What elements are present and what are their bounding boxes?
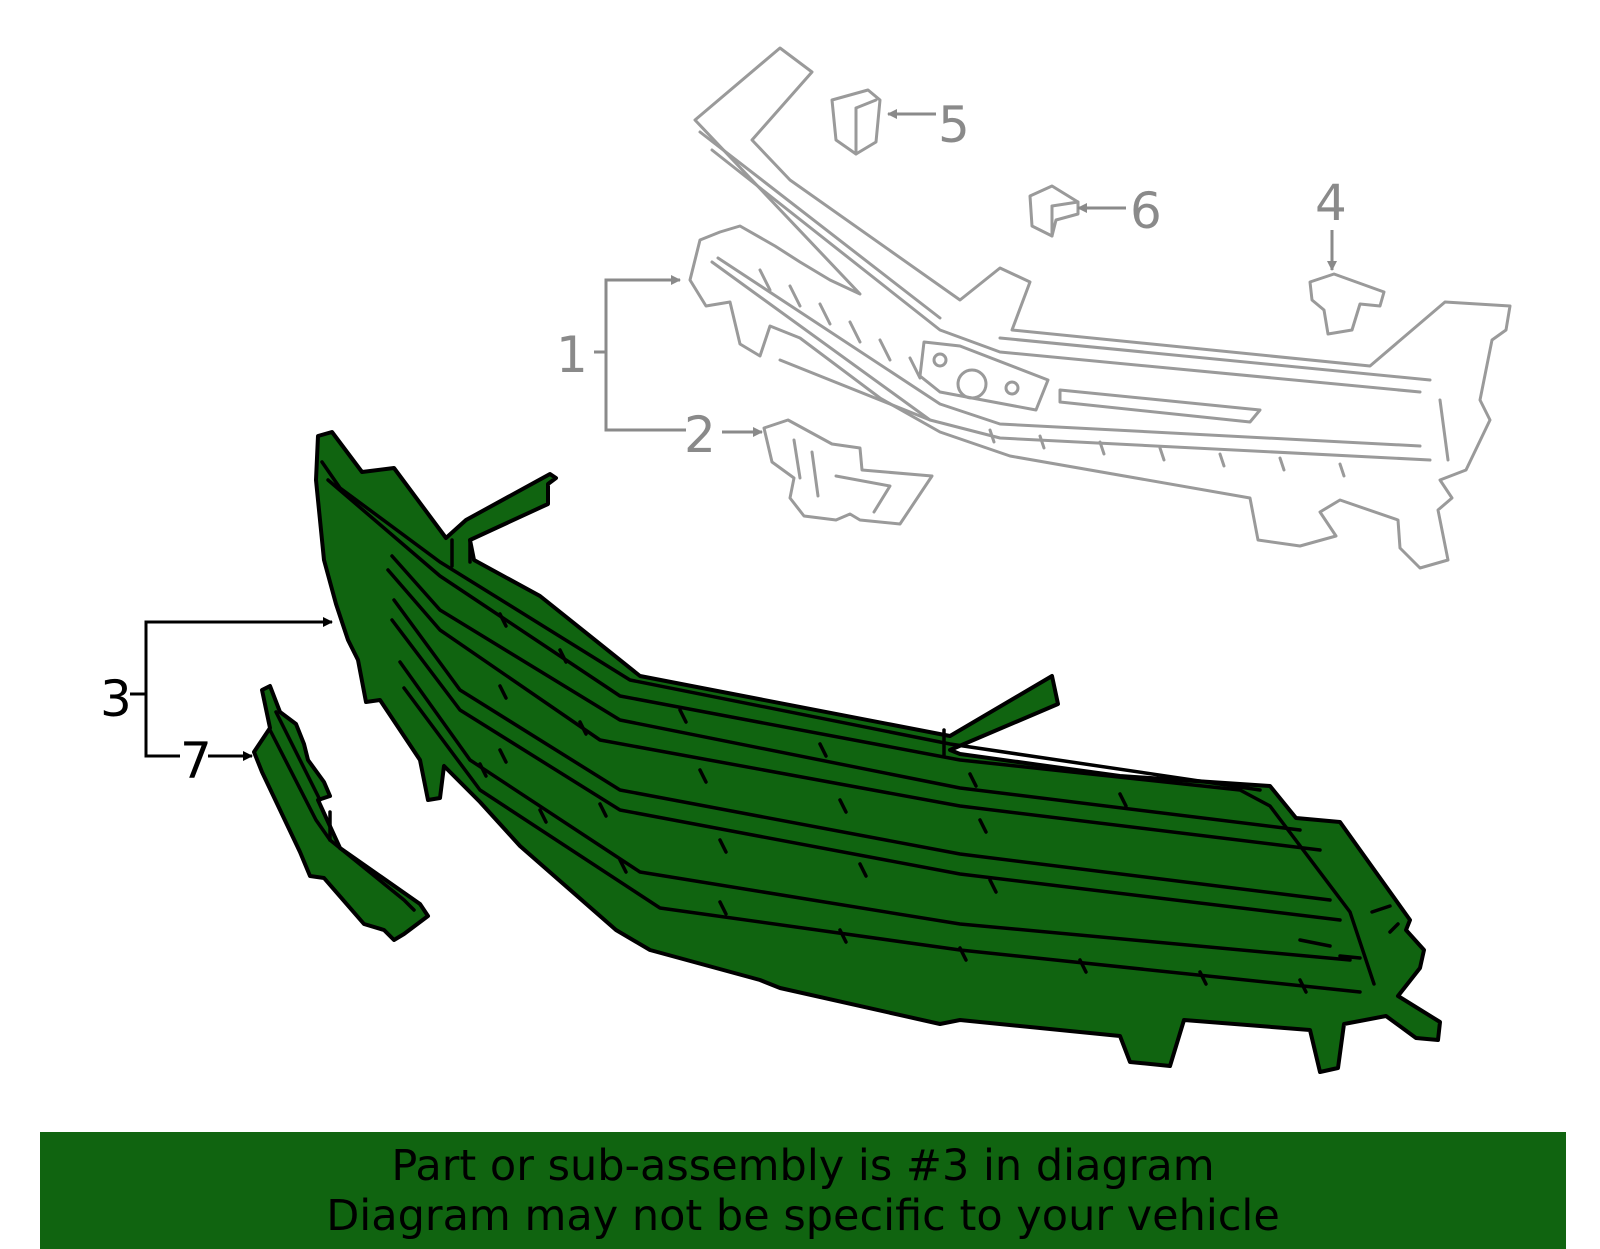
banner-line-1: Part or sub-assembly is #3 in diagram bbox=[391, 1140, 1215, 1191]
part-4-clip bbox=[1308, 272, 1386, 336]
callout-4-label: 4 bbox=[1315, 174, 1347, 232]
callout-1-label: 1 bbox=[556, 326, 588, 384]
part-6-clip bbox=[1028, 184, 1080, 238]
callout-2-label: 2 bbox=[684, 406, 716, 464]
part-2-bracket bbox=[762, 418, 934, 526]
part-5-clip bbox=[830, 88, 882, 156]
callout-5-label: 5 bbox=[938, 96, 970, 154]
callout-leaders bbox=[130, 109, 1337, 761]
part-1-grille-frame bbox=[688, 46, 1512, 570]
info-banner: Part or sub-assembly is #3 in diagram Di… bbox=[40, 1132, 1566, 1249]
part-3-lower-grille bbox=[314, 430, 1442, 1074]
lower-grille-body bbox=[314, 430, 1442, 1074]
callout-3-label: 3 bbox=[100, 670, 132, 728]
callout-6-label: 6 bbox=[1130, 182, 1162, 240]
part-7-side-trim bbox=[252, 684, 430, 942]
banner-line-2: Diagram may not be specific to your vehi… bbox=[326, 1190, 1280, 1241]
callout-7-label: 7 bbox=[180, 732, 212, 790]
